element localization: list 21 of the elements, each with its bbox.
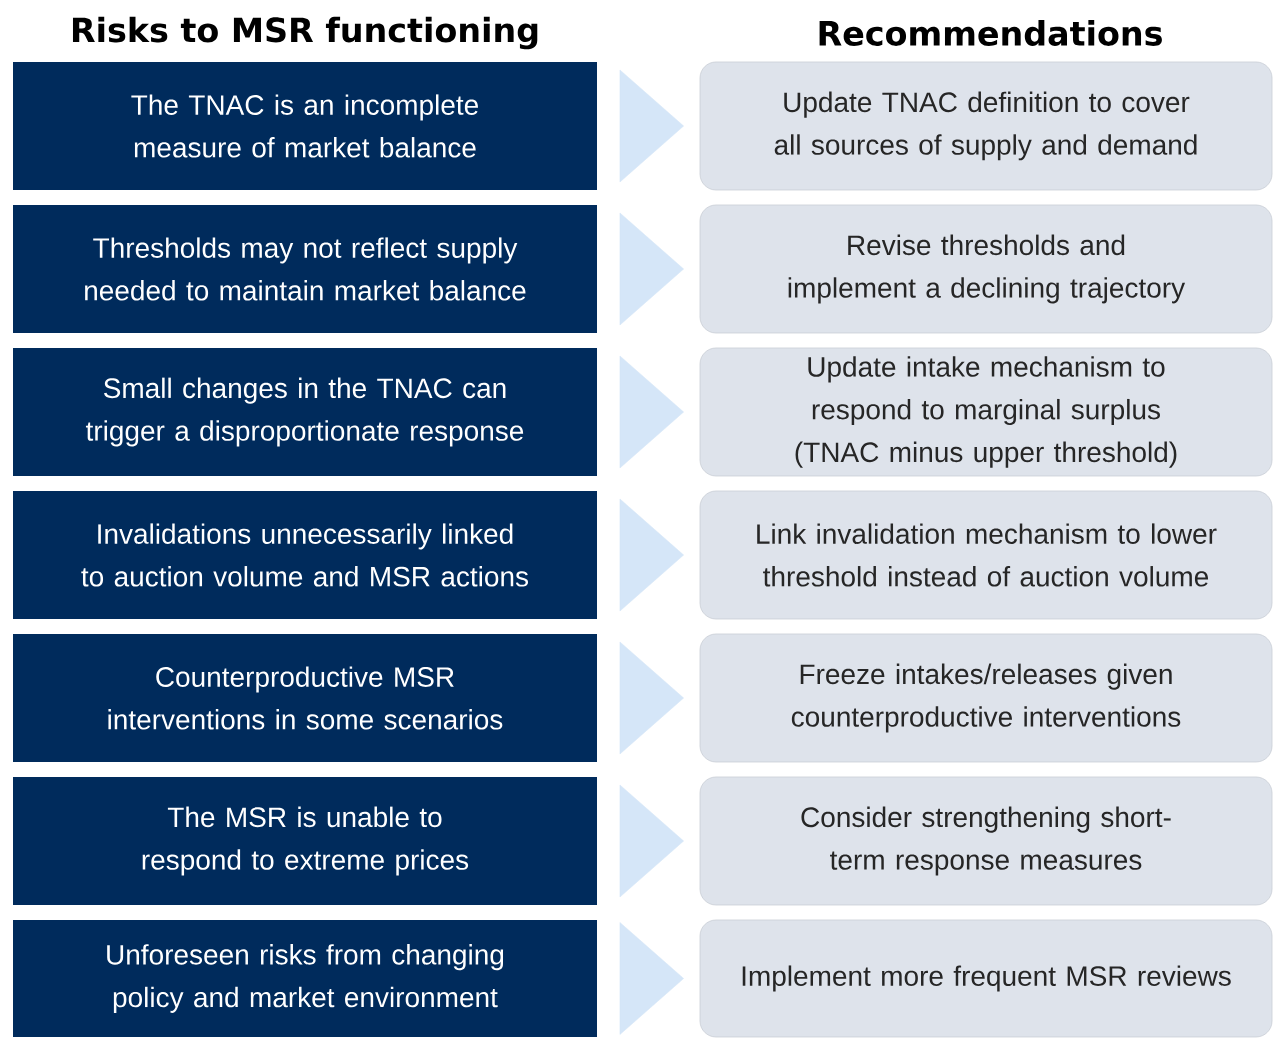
recommendation-box: Implement more frequent MSR reviews — [699, 919, 1273, 1038]
risk-box: Unforeseen risks from changing policy and market environment — [13, 920, 597, 1037]
chevron-arrow — [619, 212, 684, 326]
chevron-arrow — [619, 69, 684, 183]
recommendation-box: Consider strengthening short-term response measures — [699, 776, 1273, 906]
risk-box: Counterproductive MSR interventions in some scenarios — [13, 634, 597, 762]
chevron-arrow — [619, 355, 684, 469]
chevron-arrow — [619, 641, 684, 755]
risk-box: Small changes in the TNAC can trigger a disproportionate response — [13, 348, 597, 476]
recommendation-box: Link invalidation mechanism to lower threshold instead of auction volume — [699, 490, 1273, 620]
risk-box: Thresholds may not reflect supply needed to maintain market balance — [13, 205, 597, 333]
risk-box: The MSR is unable to respond to extreme prices — [13, 777, 597, 905]
recommendation-box: Update TNAC definition to cover all sources of supply and demand — [699, 61, 1273, 191]
risk-box: Invalidations unnecessarily linked to auction volume and MSR actions — [13, 491, 597, 619]
chevron-arrow — [619, 498, 684, 612]
chevron-arrow — [619, 922, 684, 1035]
risk-box: The TNAC is an incomplete measure of market balance — [13, 62, 597, 190]
recommendation-box: Freeze intakes/releases given counterproductive interventions — [699, 633, 1273, 763]
recommendation-box: Revise thresholds and implement a declining trajectory — [699, 204, 1273, 334]
chevron-arrow — [619, 784, 684, 898]
recommendation-box: Update intake mechanism to respond to marginal surplus (TNAC minus upper threshold) — [699, 347, 1273, 477]
